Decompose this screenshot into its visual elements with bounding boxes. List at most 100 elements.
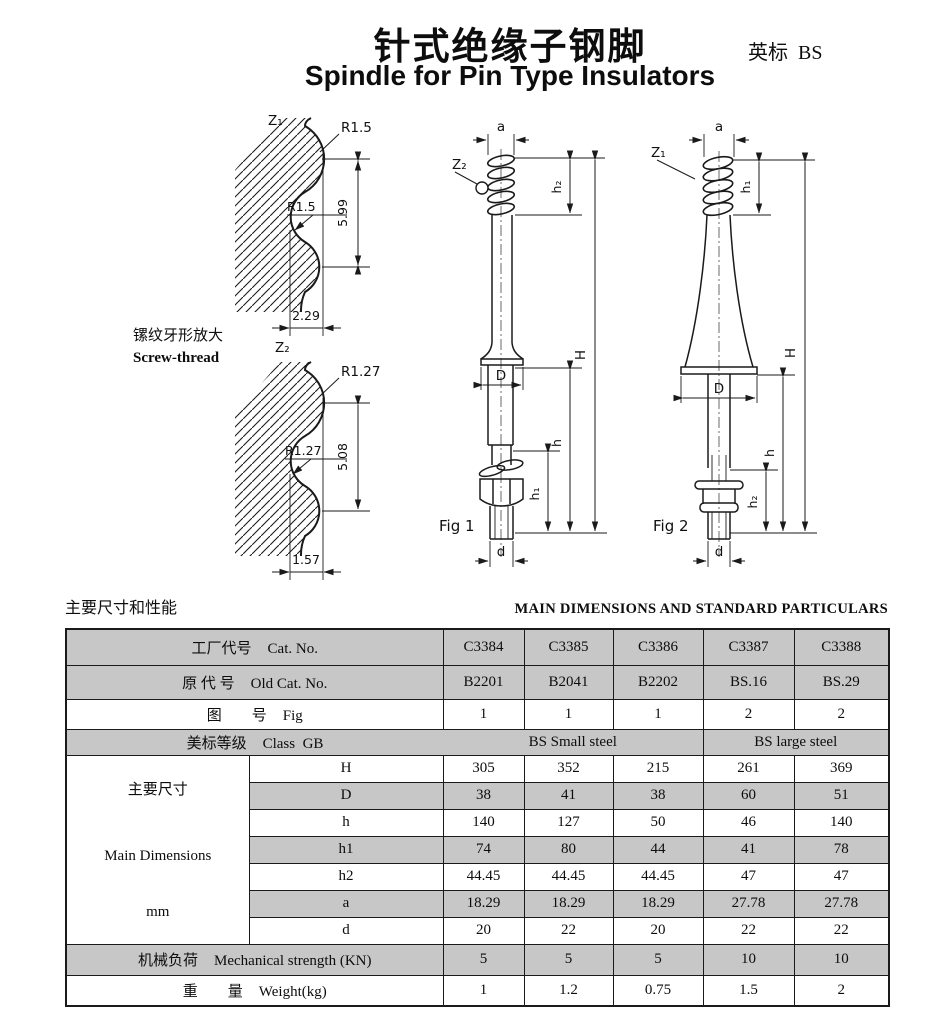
cell: 20 bbox=[442, 916, 525, 945]
cell: 20 bbox=[612, 916, 704, 945]
cell: 80 bbox=[523, 835, 614, 864]
dim-name: a bbox=[248, 889, 444, 918]
cell: 22 bbox=[793, 916, 890, 945]
dim-name: h2 bbox=[248, 862, 444, 891]
cell-class-large-steel: BS large steel bbox=[702, 728, 890, 756]
radius-outer-label: R1.5 bbox=[341, 120, 372, 136]
dim-name: H bbox=[248, 754, 444, 783]
cell: BS.16 bbox=[702, 664, 795, 700]
cell: 2 bbox=[793, 698, 890, 730]
cell: 27.78 bbox=[793, 889, 890, 918]
cell: 18.29 bbox=[612, 889, 704, 918]
cell: 18.29 bbox=[523, 889, 614, 918]
dim-h1-label: h₁ bbox=[738, 181, 753, 194]
table-row-dim-a: a 18.29 18.29 18.29 27.78 27.78 bbox=[66, 889, 890, 918]
cell: 44.45 bbox=[612, 862, 704, 891]
fig2-spindle-drawing: a Z₁ h₁ D h h₂ bbox=[651, 119, 817, 567]
thread-depth-dim: 2.29 bbox=[292, 308, 320, 323]
table-caption-chinese: 主要尺寸和性能 bbox=[65, 600, 178, 617]
dim-name: h bbox=[248, 808, 444, 837]
thread-detail-z2-drawing: Z₂ R1.27 5.08 R1.27 1.57 bbox=[235, 340, 380, 580]
table-captions: 主要尺寸和性能 MAIN DIMENSIONS AND STANDARD PAR… bbox=[65, 594, 888, 618]
cell: 369 bbox=[793, 754, 890, 783]
technical-drawings: Z₁ R1.5 5.99 R1.5 2.29 bbox=[133, 113, 817, 580]
thread-note: 镙纹牙形放大 Screw-thread bbox=[133, 324, 263, 367]
cell: 41 bbox=[523, 781, 614, 810]
cell: C3385 bbox=[523, 628, 614, 666]
cell: 44 bbox=[612, 835, 704, 864]
cell: B2201 bbox=[442, 664, 525, 700]
spindle-body bbox=[478, 215, 524, 540]
cell: 10 bbox=[702, 943, 795, 976]
cell: 5 bbox=[612, 943, 704, 976]
thread-note-english: Screw-thread bbox=[133, 350, 220, 366]
hatched-section bbox=[235, 118, 325, 312]
cell: 2 bbox=[793, 974, 890, 1007]
cell: 18.29 bbox=[442, 889, 525, 918]
cell: 0.75 bbox=[612, 974, 704, 1007]
cell: 1 bbox=[442, 974, 525, 1007]
cell: 1 bbox=[442, 698, 525, 730]
dim-H-label: H bbox=[573, 350, 589, 360]
cotter-pin-hole bbox=[475, 181, 489, 195]
radius-outer-label: R1.27 bbox=[341, 364, 380, 380]
cell: 5 bbox=[523, 943, 614, 976]
page-title-chinese: 针式绝缘子钢脚 bbox=[373, 27, 647, 68]
cell: 215 bbox=[612, 754, 704, 783]
cell: 38 bbox=[442, 781, 525, 810]
cell: 127 bbox=[523, 808, 614, 837]
dim-D-label: D bbox=[714, 381, 724, 397]
dims-label-chinese: 主要尺寸 bbox=[127, 781, 188, 798]
cell: 352 bbox=[523, 754, 614, 783]
cell: C3388 bbox=[793, 628, 890, 666]
cell: C3384 bbox=[442, 628, 525, 666]
cell: 27.78 bbox=[702, 889, 795, 918]
fig1-spindle-drawing: a Z₂ h₂ D h h₁ bbox=[439, 119, 607, 567]
thread-coils bbox=[702, 155, 734, 217]
dims-unit: mm bbox=[146, 903, 170, 920]
cell: BS.29 bbox=[793, 664, 890, 700]
dim-name: d bbox=[248, 916, 444, 945]
dim-name: h1 bbox=[248, 835, 444, 864]
thread-depth-dim: 1.57 bbox=[292, 552, 320, 567]
cell: 44.45 bbox=[442, 862, 525, 891]
cell: 261 bbox=[702, 754, 795, 783]
cell: C3386 bbox=[612, 628, 704, 666]
cell: 10 bbox=[793, 943, 890, 976]
cell: 51 bbox=[793, 781, 890, 810]
pitch-height-dim: 5.08 bbox=[335, 443, 350, 471]
cell: 140 bbox=[442, 808, 525, 837]
cell: B2202 bbox=[612, 664, 704, 700]
table-row-dim-d: d 20 22 20 22 22 bbox=[66, 916, 890, 945]
cell: 50 bbox=[612, 808, 704, 837]
cell: 41 bbox=[702, 835, 795, 864]
zone-z2-label: Z₂ bbox=[275, 340, 290, 356]
dim-h-label: h bbox=[762, 449, 777, 457]
table-row-dim-h2: h2 44.45 44.45 44.45 47 47 bbox=[66, 862, 890, 891]
hatched-section bbox=[235, 362, 325, 556]
dim-D-label: D bbox=[496, 368, 506, 384]
pitch-height-dim: 5.99 bbox=[335, 199, 350, 227]
cell: 22 bbox=[702, 916, 795, 945]
zone-z1-label: Z₁ bbox=[651, 145, 666, 161]
cell: 1 bbox=[612, 698, 704, 730]
main-dimensions-label-cell: 主要尺寸 Main Dimensions mm bbox=[65, 754, 250, 945]
cell: 74 bbox=[442, 835, 525, 864]
table-row-dim-D: D 38 41 38 60 51 bbox=[66, 781, 890, 810]
cell: 44.45 bbox=[523, 862, 614, 891]
dim-h-label: h bbox=[549, 439, 564, 447]
cell: 47 bbox=[793, 862, 890, 891]
